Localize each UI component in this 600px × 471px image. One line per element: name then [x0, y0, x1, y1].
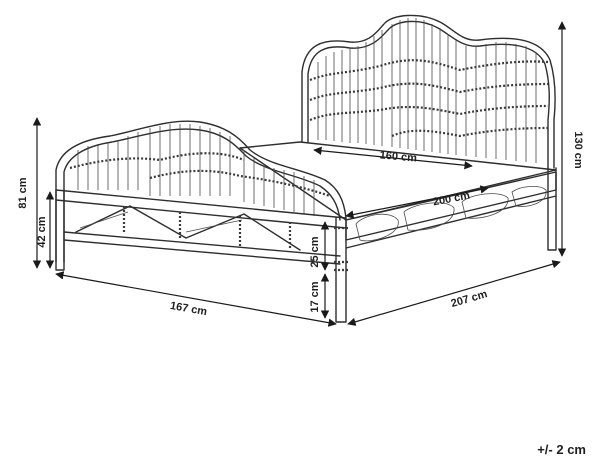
label-17: 17 cm	[309, 281, 321, 312]
headboard-bands	[309, 59, 549, 138]
footboard-slats	[77, 124, 315, 216]
dim-line-207	[347, 260, 561, 326]
label-167: 167 cm	[169, 300, 208, 318]
dimension-lines	[32, 21, 567, 327]
bed-illustration	[55, 14, 557, 323]
footboard	[55, 120, 348, 323]
dim-line-200	[345, 185, 489, 219]
label-207: 207 cm	[450, 288, 489, 310]
label-130: 130 cm	[572, 131, 584, 169]
headboard-slats	[317, 18, 537, 163]
dimension-labels: 160 cm 200 cm 130 cm 81 cm 42 cm 25 cm 1…	[17, 131, 584, 318]
tolerance-note: +/- 2 cm	[537, 442, 586, 457]
dim-line-160	[313, 146, 473, 170]
dim-line-167	[55, 271, 337, 327]
label-81: 81 cm	[17, 177, 29, 208]
headboard	[301, 14, 556, 169]
label-42: 42 cm	[36, 216, 48, 247]
side-rail-right	[345, 167, 557, 251]
label-25: 25 cm	[309, 236, 321, 267]
label-160: 160 cm	[379, 149, 417, 164]
